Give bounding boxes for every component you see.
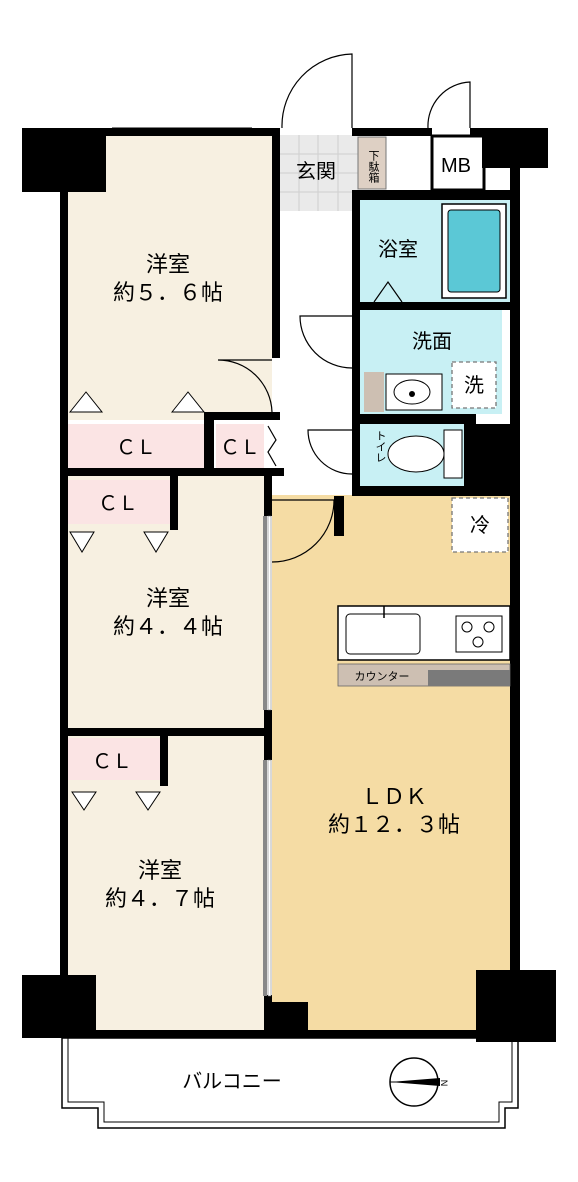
closet-3-label: ＣＬ [98,493,138,515]
pillar-top-left [22,128,106,192]
western-room-3-size: 約４．７帖 [105,886,215,911]
entrance-label: 玄関 [296,160,336,183]
pillar-bottom-right [476,970,556,1042]
closet-2-label: ＣＬ [220,437,260,459]
ps-label: PS [477,427,504,449]
closet-1 [68,424,204,468]
fridge-label: 冷 [470,514,490,537]
compass-north-label: N [439,1080,449,1087]
washer-space [451,361,497,409]
closet-2 [216,424,264,468]
doors [217,53,471,563]
washer-label: 洗 [464,374,484,397]
washroom-label: 洗面 [412,330,452,353]
toilet-icon [387,429,463,479]
pillar-top-right [482,128,548,168]
ldk-room [272,495,510,1032]
western-room-2-size: 約４．４帖 [113,614,223,639]
closet-1-label: ＣＬ [116,437,156,459]
shoe-box [357,136,387,190]
balcony-label: バルコニー [182,1071,282,1093]
western-room-1-size: 約５．６帖 [113,280,223,305]
ldk-size: 約１２．３帖 [328,812,460,837]
shoe-box-label: 下駄箱 [367,150,380,184]
sliding-doors [263,515,272,997]
western-room-3-name: 洋室 [138,858,182,883]
pillar-bottom-left [22,975,96,1038]
closet-3 [68,480,170,524]
western-room-2-name: 洋室 [146,586,190,611]
fridge-space [451,497,509,553]
bath-label: 浴室 [378,238,418,261]
counter-label: カウンター [355,670,410,683]
kitchen-counter [337,605,511,687]
closet-4-label: ＣＬ [92,751,132,773]
western-room-1-name: 洋室 [146,252,190,277]
sink-icon [364,372,443,412]
entrance-floor [280,135,358,211]
ldk-name: ＬＤＫ [361,784,427,809]
compass-icon [389,1057,440,1107]
bathtub-icon [441,203,507,299]
pillar-bottom-mid [264,1002,308,1038]
closet-door-marks [68,391,206,811]
toilet-label: トイレ [374,430,386,463]
closet-4 [68,738,160,780]
mb-label: MB [441,155,471,177]
windows [112,127,472,1034]
